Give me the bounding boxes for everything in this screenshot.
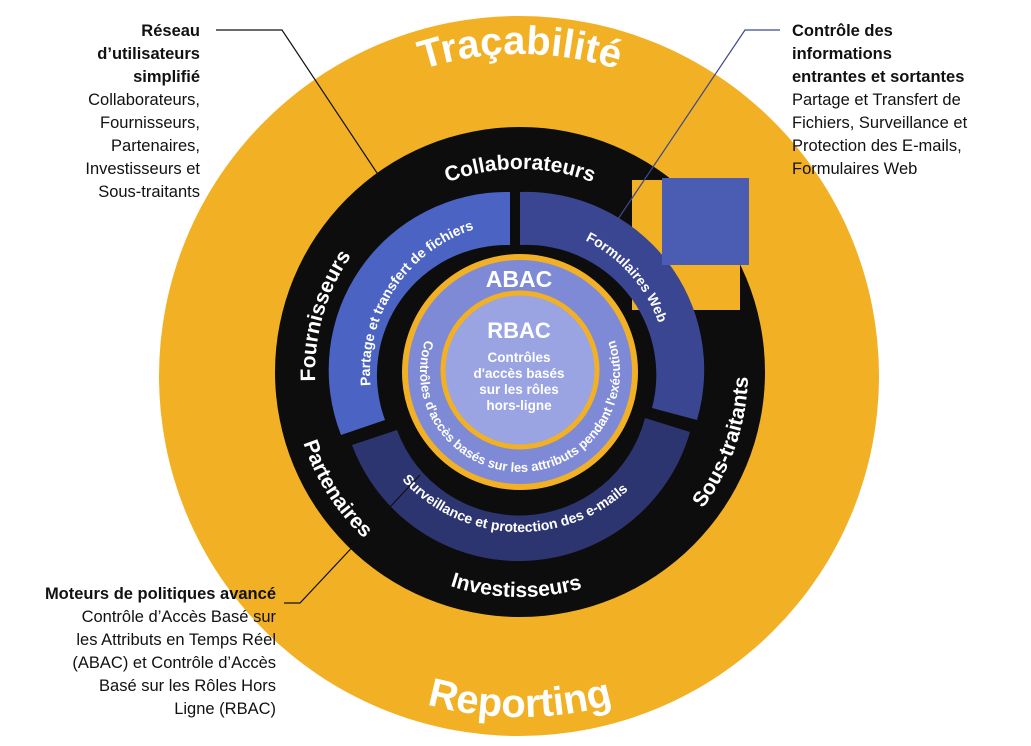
segment-web-forms [520,191,705,420]
callout-reseau-body: Collaborateurs, Fournisseurs, Partenaire… [85,91,200,201]
callout-moteurs-title: Moteurs de politiques avancé [44,585,276,603]
abac-title: ABAC [486,266,552,292]
callout-controle-body: Partage et Transfert de Fichiers, Survei… [792,91,968,178]
segment-email-protection [352,418,690,562]
rbac-line-4: hors-ligne [486,398,552,413]
callout-moteurs: Moteurs de politiques avancé Contrôle d’… [18,583,276,721]
connector-reseau [216,29,384,183]
callout-controle: Contrôle des informations entrantes et s… [792,20,1022,181]
connector-controle [613,29,780,226]
callout-reseau-title: Réseau d’utilisateurs simplifié [97,22,200,86]
callout-reseau: Réseau d’utilisateurs simplifié Collabor… [20,20,200,204]
legend-square [662,178,749,265]
callout-moteurs-body: Contrôle d’Accès Basé sur les Attributs … [72,608,276,718]
rbac-core [440,290,600,450]
connector-moteurs [284,474,421,604]
rbac-line-1: Contrôles [487,350,550,365]
segment-file-transfer [328,191,510,435]
rbac-line-3: sur les rôles [479,382,559,397]
rbac-title: RBAC [487,318,551,343]
rbac-line-2: d'accès basés [473,366,564,381]
callout-controle-title: Contrôle des informations entrantes et s… [792,22,965,86]
